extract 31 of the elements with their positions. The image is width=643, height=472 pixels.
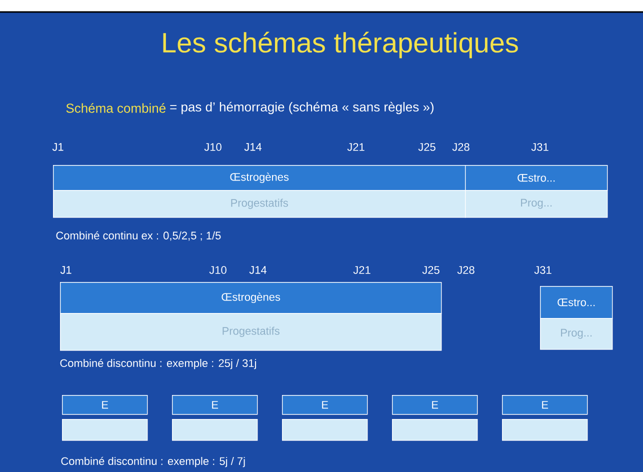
- subtitle-text: Schéma combiné: [66, 103, 166, 113]
- timeline-bar: E: [62, 395, 148, 415]
- empty-bar: [282, 419, 368, 441]
- timeline-bar: Prog...: [540, 318, 613, 350]
- timeline-bar: Œstro...: [465, 165, 608, 191]
- empty-bar: [502, 419, 588, 441]
- empty-bar: [392, 419, 478, 441]
- day-label: J25: [418, 143, 436, 151]
- day-label: J28: [457, 266, 474, 274]
- subtitle-text: = pas d’ hémorragie (schéma « sans règles »): [170, 102, 434, 114]
- day-label: J10: [204, 143, 222, 151]
- timeline-bar: Prog...: [465, 190, 608, 218]
- timeline-bar: E: [502, 395, 588, 415]
- day-label: J1: [52, 143, 64, 151]
- day-label: J28: [452, 143, 470, 151]
- day-label: J14: [244, 143, 262, 151]
- day-label: J21: [347, 143, 364, 151]
- caption-text: Combiné discontinu : exemple : 5j / 7j: [61, 456, 245, 468]
- empty-bar: [172, 419, 258, 441]
- slide-title: Les schémas thérapeutiques: [163, 32, 518, 58]
- timeline-bar: E: [392, 395, 478, 415]
- timeline-bar: Progestatifs: [60, 313, 442, 351]
- empty-bar: [62, 419, 148, 441]
- day-label: J31: [534, 266, 552, 274]
- timeline-bar: Œstro...: [540, 286, 613, 319]
- timeline-bar: Œstrogènes: [60, 282, 442, 314]
- caption-text: Combiné continu ex : 0,5/2,5 ; 1/5: [56, 231, 221, 241]
- timeline-bar: E: [282, 395, 368, 415]
- timeline-bar: E: [172, 395, 258, 415]
- day-label: J31: [531, 143, 548, 151]
- caption-text: Combiné discontinu : exemple : 25j / 31j: [60, 358, 256, 370]
